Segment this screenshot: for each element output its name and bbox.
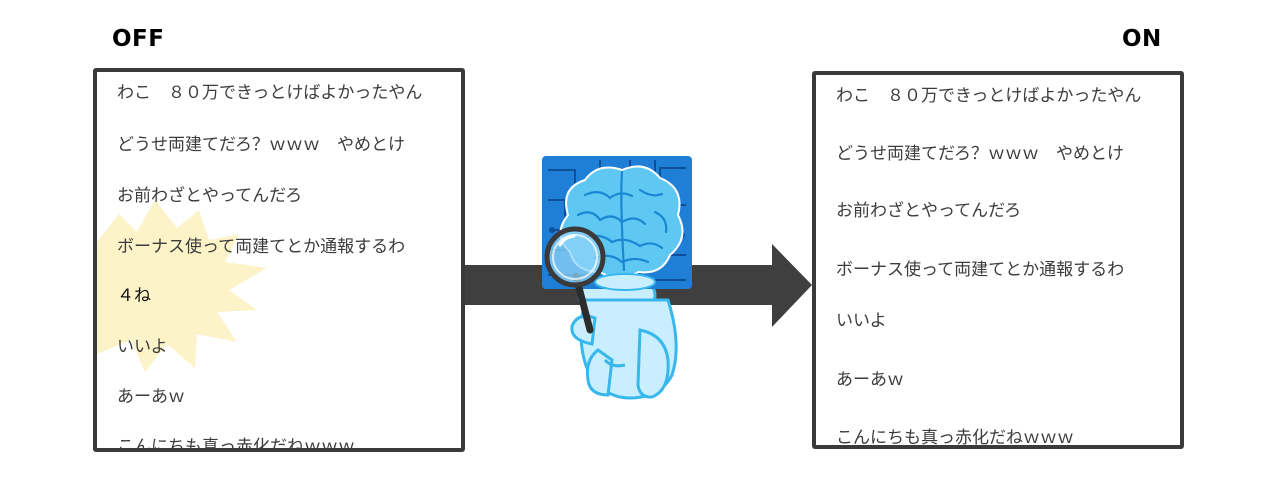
list-item: いいよ xyxy=(836,311,887,331)
list-item: あーあｗ xyxy=(117,387,185,407)
list-item: どうせ両建てだろ？ｗｗｗ やめとけ xyxy=(117,135,405,155)
list-item: こんにちも真っ赤化だねｗｗｗ xyxy=(117,437,355,452)
list-item: どうせ両建てだろ？ｗｗｗ やめとけ xyxy=(836,144,1124,164)
list-item: ボーナス使って両建てとか通報するわ xyxy=(117,237,406,257)
list-item: あーあｗ xyxy=(836,370,904,390)
list-item: お前わざとやってんだろ xyxy=(117,186,303,206)
list-item: こんにちも真っ赤化だねｗｗｗ xyxy=(836,428,1074,448)
list-item: ４ね xyxy=(117,286,151,306)
list-item: お前わざとやってんだろ xyxy=(836,201,1022,221)
list-item: わこ ８０万できっとけばよかったやん xyxy=(836,86,1142,106)
on-chat-panel: わこ ８０万できっとけばよかったやん どうせ両建てだろ？ｗｗｗ やめとけ お前わ… xyxy=(812,71,1184,449)
off-label: OFF xyxy=(112,26,165,52)
list-item: わこ ８０万できっとけばよかったやん xyxy=(117,83,423,103)
list-item: いいよ xyxy=(117,337,168,357)
highlight-burst-icon xyxy=(97,200,267,372)
on-label: ON xyxy=(1122,26,1162,52)
list-item: ボーナス使って両建てとか通報するわ xyxy=(836,260,1125,280)
magnifier-icon xyxy=(544,226,606,334)
off-chat-panel: わこ ８０万できっとけばよかったやん どうせ両建てだろ？ｗｗｗ やめとけ お前わ… xyxy=(93,68,465,452)
